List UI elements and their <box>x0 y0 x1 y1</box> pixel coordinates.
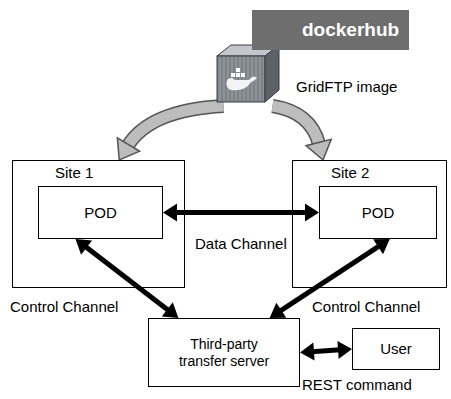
edge-label: Data Channel <box>193 235 289 252</box>
connector <box>300 341 352 361</box>
text-holder: POD <box>320 187 436 238</box>
arrow-head <box>337 341 352 359</box>
arrow-head <box>163 204 177 222</box>
site-box: Site 1 POD <box>12 160 185 288</box>
connector <box>273 106 332 160</box>
arrow-shaft <box>175 210 307 215</box>
arrow-head <box>305 204 319 222</box>
text-holder: User <box>353 329 439 369</box>
node-label: User <box>380 340 412 357</box>
arrow-shaft <box>127 106 223 146</box>
arrow-head <box>76 239 93 255</box>
arrow-head <box>300 343 315 361</box>
connector <box>117 106 223 160</box>
node-label: Site 2 <box>331 164 369 181</box>
text-holder: Third-party transfer server <box>149 319 299 386</box>
text-holder: POD <box>39 187 162 238</box>
arrow-head <box>306 139 331 160</box>
arrow-head <box>373 239 390 254</box>
node-label: POD <box>362 204 395 221</box>
arrow-outline <box>273 106 320 144</box>
node-label: Site 1 <box>55 164 93 181</box>
pod-box: POD <box>319 186 437 239</box>
node-label: GridFTP image <box>296 78 397 95</box>
arrow-shaft <box>312 350 340 352</box>
edge-label: REST command <box>300 376 414 393</box>
edge-label: Control Channel <box>310 298 422 315</box>
connector <box>163 204 319 222</box>
node-label: POD <box>84 204 117 221</box>
registry-logo: dockerhub <box>252 10 409 50</box>
pod-box: POD <box>38 186 163 239</box>
container-image: GridFTP image <box>213 40 283 106</box>
site-box: Site 2 POD <box>292 160 447 288</box>
node-label: Third-party transfer server <box>165 336 283 368</box>
arrow-head <box>117 138 139 160</box>
arrow-shaft <box>273 106 320 144</box>
arrow-head <box>162 302 179 318</box>
arrow-outline <box>127 106 223 146</box>
node-label: dockerhub <box>302 19 399 41</box>
arrow-head <box>270 303 287 318</box>
edge-label: Control Channel <box>8 298 120 315</box>
server-box: Third-party transfer server <box>148 318 300 387</box>
user-box: User <box>352 328 440 370</box>
